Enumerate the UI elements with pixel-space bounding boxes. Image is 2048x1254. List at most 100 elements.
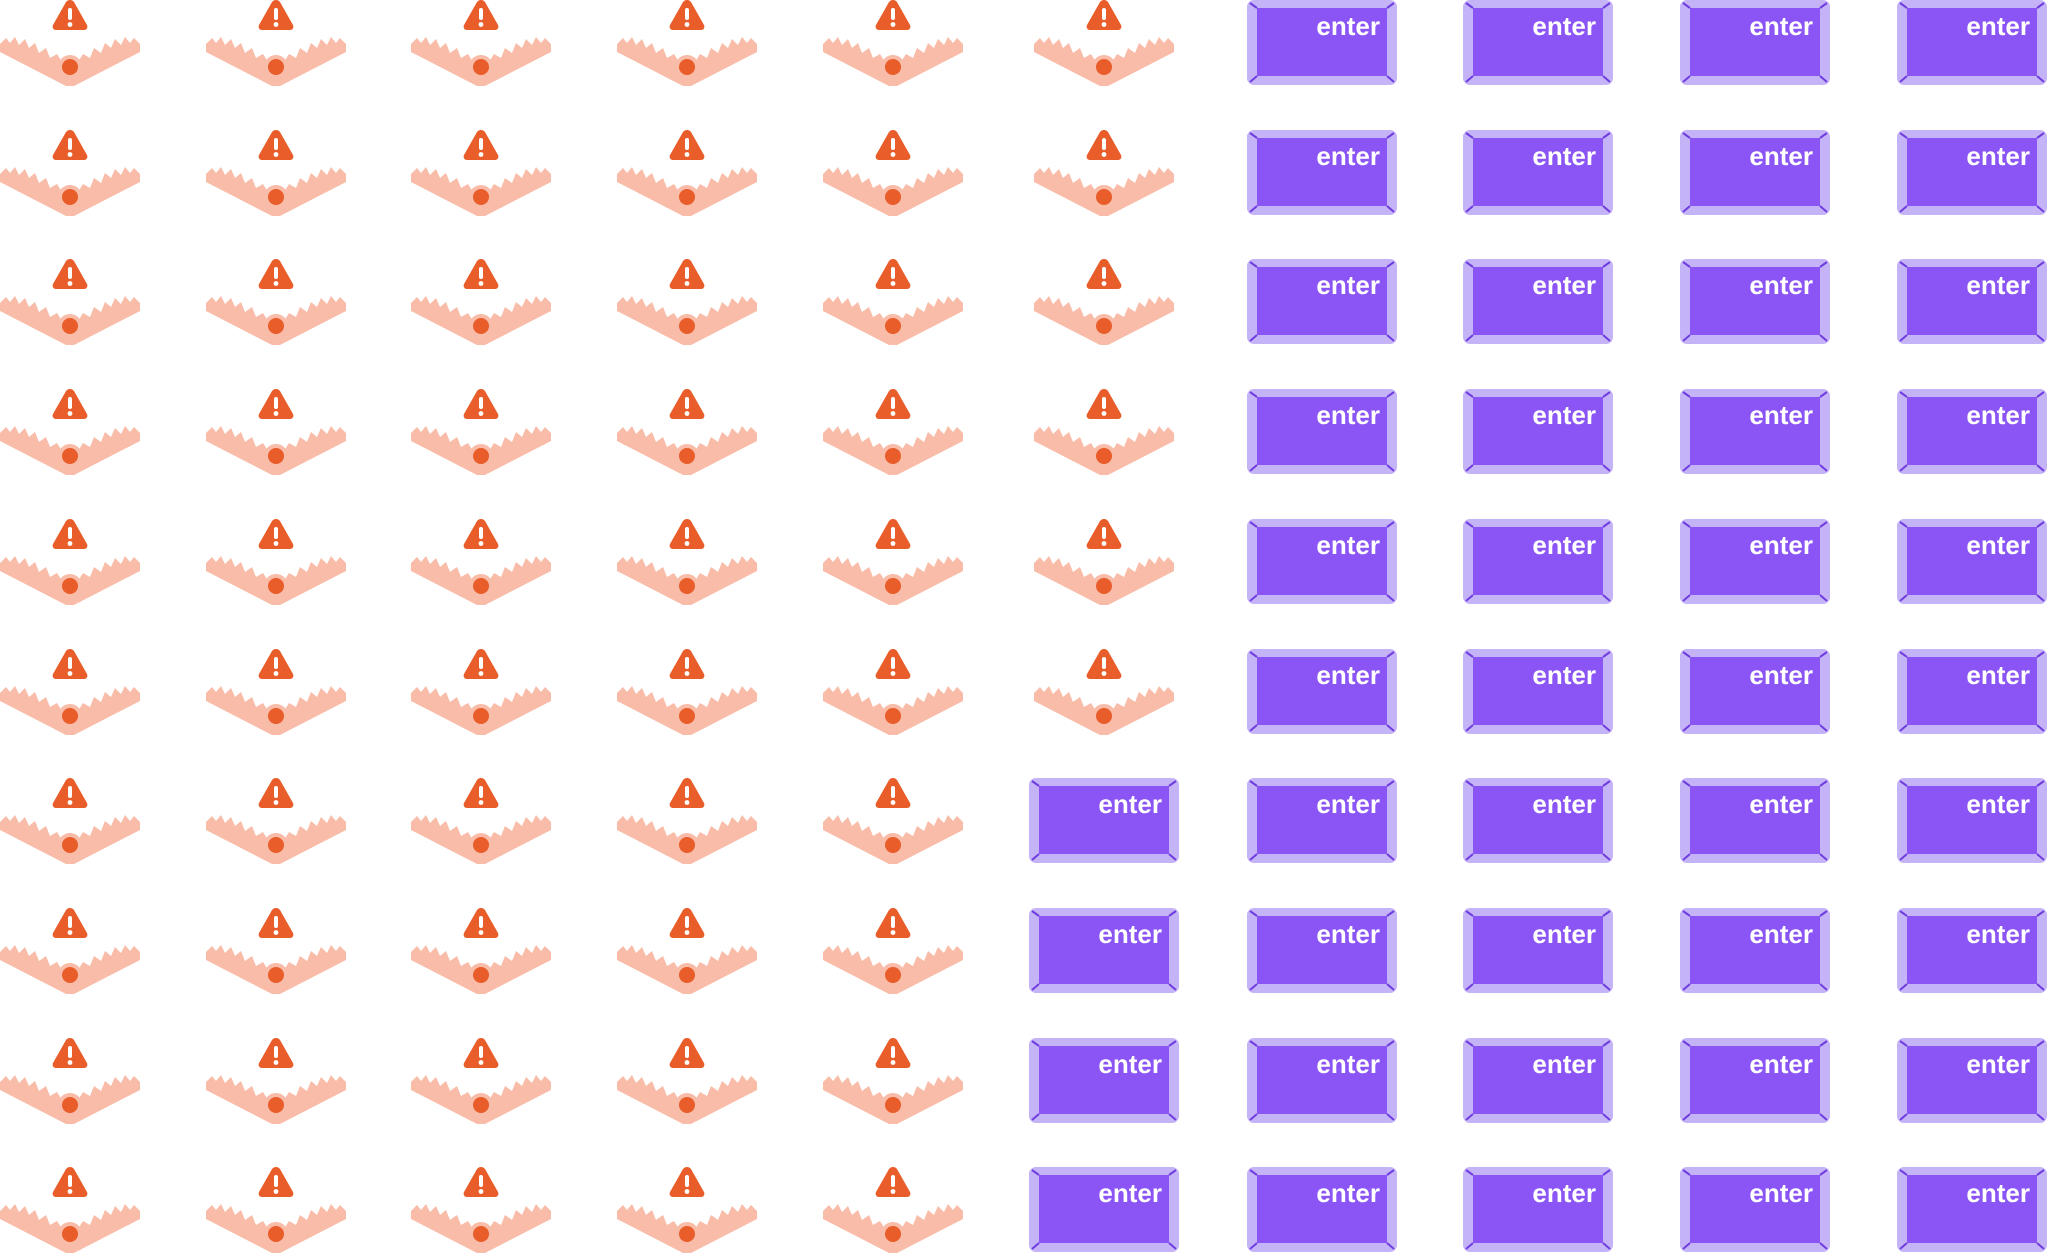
bear-trap-warning-icon — [1034, 518, 1174, 605]
enter-key-button[interactable]: enter — [1463, 259, 1613, 345]
bear-trap-warning-icon — [823, 778, 963, 865]
enter-key-label: enter — [1098, 919, 1162, 949]
enter-key-button[interactable]: enter — [1680, 518, 1830, 604]
key-bevel-lines — [1465, 520, 1611, 602]
warning-triangle — [463, 0, 499, 30]
enter-key-button[interactable]: enter — [1247, 1167, 1397, 1253]
enter-key-label: enter — [1532, 919, 1596, 949]
key-face — [1690, 656, 1820, 725]
enter-key-button[interactable]: enter — [1463, 129, 1613, 215]
bear-trap-warning-icon — [823, 0, 963, 86]
enter-key-button[interactable]: enter — [1247, 129, 1397, 215]
key-face — [1257, 267, 1387, 336]
bear-trap-warning-icon — [206, 1037, 346, 1124]
enter-key-button[interactable]: enter — [1029, 1037, 1179, 1123]
enter-key-button[interactable]: enter — [1897, 389, 2047, 475]
enter-key-button[interactable]: enter — [1897, 129, 2047, 215]
enter-key-button[interactable]: enter — [1463, 648, 1613, 734]
enter-key-button[interactable]: enter — [1680, 259, 1830, 345]
warning-triangle — [669, 129, 705, 160]
trap-bait — [473, 188, 489, 205]
enter-key-button[interactable]: enter — [1897, 648, 2047, 734]
warning-triangle — [669, 648, 705, 679]
warning-triangle — [669, 518, 705, 549]
bear-trap-warning-icon — [411, 259, 551, 346]
bear-trap-warning-icon — [617, 648, 757, 735]
enter-key-button[interactable]: enter — [1463, 907, 1613, 993]
bear-trap-warning-icon — [411, 1167, 551, 1254]
enter-key-button[interactable]: enter — [1897, 259, 2047, 345]
enter-key-button[interactable]: enter — [1029, 907, 1179, 993]
enter-key-button[interactable]: enter — [1247, 907, 1397, 993]
enter-key-button[interactable]: enter — [1897, 0, 2047, 85]
key-bevel-lines — [1899, 131, 2045, 213]
enter-key-label: enter — [1966, 141, 2030, 171]
bear-trap-warning-icon — [823, 907, 963, 994]
enter-key-label: enter — [1532, 141, 1596, 171]
enter-key-label: enter — [1098, 1178, 1162, 1208]
enter-key-label: enter — [1749, 1178, 1813, 1208]
enter-key-button[interactable]: enter — [1897, 1167, 2047, 1253]
enter-key-label: enter — [1966, 1178, 2030, 1208]
key-face — [1257, 137, 1387, 206]
enter-key-button[interactable]: enter — [1897, 778, 2047, 864]
enter-key-label: enter — [1966, 530, 2030, 560]
enter-key-button[interactable]: enter — [1247, 648, 1397, 734]
key-face — [1257, 656, 1387, 725]
enter-key-button[interactable]: enter — [1247, 0, 1397, 85]
enter-key-button[interactable]: enter — [1680, 778, 1830, 864]
key-bevel-lines — [1031, 910, 1177, 991]
trap-bait — [62, 837, 78, 854]
enter-key-button[interactable]: enter — [1247, 778, 1397, 864]
trap-bait — [885, 59, 901, 75]
enter-key-button[interactable]: enter — [1897, 518, 2047, 604]
enter-key-button[interactable]: enter — [1463, 518, 1613, 604]
key-bevel-lines — [1465, 1039, 1611, 1121]
warning-triangle — [1086, 0, 1122, 30]
key-bevel-lines — [1249, 1169, 1395, 1251]
warning-triangle — [463, 648, 499, 679]
key-face — [1473, 1045, 1603, 1114]
key-bevel-lines — [1465, 650, 1611, 732]
key-face — [1473, 397, 1603, 466]
enter-key-button[interactable]: enter — [1897, 907, 2047, 993]
enter-key-button[interactable]: enter — [1680, 129, 1830, 215]
enter-key-button[interactable]: enter — [1247, 1037, 1397, 1123]
enter-key-button[interactable]: enter — [1680, 907, 1830, 993]
trap-bait — [62, 318, 78, 335]
enter-key-button[interactable]: enter — [1463, 0, 1613, 85]
key-bevel-lines — [1465, 391, 1611, 472]
trap-bait — [473, 448, 489, 465]
enter-key-button[interactable]: enter — [1029, 778, 1179, 864]
warning-triangle — [463, 1167, 499, 1198]
warning-triangle — [669, 907, 705, 938]
key-face — [1473, 267, 1603, 336]
enter-key-button[interactable]: enter — [1247, 259, 1397, 345]
key-bevel-lines — [1249, 391, 1395, 472]
enter-key-button[interactable]: enter — [1247, 389, 1397, 475]
key-face — [1039, 1175, 1169, 1244]
trap-bait — [1096, 188, 1112, 205]
enter-key-button[interactable]: enter — [1463, 389, 1613, 475]
enter-key-button[interactable]: enter — [1463, 778, 1613, 864]
enter-key-button[interactable]: enter — [1680, 1037, 1830, 1123]
enter-key-button[interactable]: enter — [1680, 0, 1830, 85]
enter-key-button[interactable]: enter — [1680, 389, 1830, 475]
enter-key-button[interactable]: enter — [1247, 518, 1397, 604]
enter-key-button[interactable]: enter — [1029, 1167, 1179, 1253]
enter-key-button[interactable]: enter — [1463, 1167, 1613, 1253]
warning-triangle — [463, 129, 499, 160]
enter-key-button[interactable]: enter — [1680, 648, 1830, 734]
enter-key-button[interactable]: enter — [1463, 1037, 1613, 1123]
warning-triangle — [258, 648, 294, 679]
key-bevel-lines — [1682, 650, 1828, 732]
key-bevel-lines — [1249, 520, 1395, 602]
trap-bait — [268, 59, 284, 75]
trap-bait — [1096, 577, 1112, 594]
enter-key-button[interactable]: enter — [1897, 1037, 2047, 1123]
key-face — [1690, 1045, 1820, 1114]
key-bevel-lines — [1465, 780, 1611, 861]
enter-key-label: enter — [1316, 660, 1380, 690]
enter-key-button[interactable]: enter — [1680, 1167, 1830, 1253]
bear-trap-warning-icon — [411, 648, 551, 735]
